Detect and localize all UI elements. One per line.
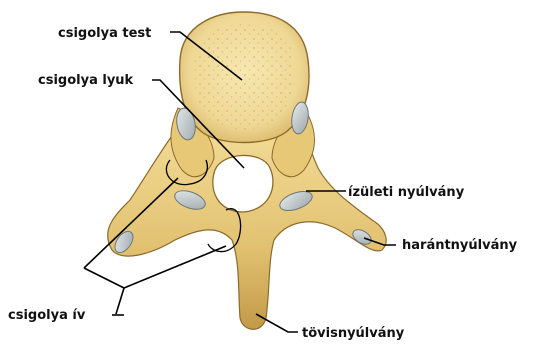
label-transverse-process: harántnyúlvány xyxy=(402,238,518,253)
vertebral-foramen-shape xyxy=(213,155,273,212)
label-vertebral-body: csigolya test xyxy=(58,26,151,41)
label-spinous-process: tövisnyúlvány xyxy=(302,326,405,341)
label-vertebral-foramen: csigolya lyuk xyxy=(38,73,134,88)
vertebra-bone xyxy=(108,12,386,329)
vertebral-body-texture xyxy=(194,24,295,130)
label-vertebral-arch: csigolya ív xyxy=(8,308,86,323)
label-articular-process: ízületi nyúlvány xyxy=(348,185,465,200)
vertebral-arch-shape xyxy=(108,120,386,329)
leader-arch-b xyxy=(84,246,226,288)
leader-arch-c xyxy=(116,288,124,314)
